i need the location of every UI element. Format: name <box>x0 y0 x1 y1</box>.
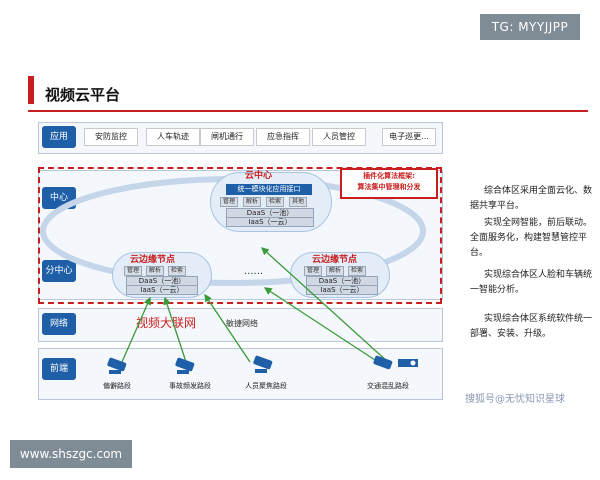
top-badge: TG: MYYJJPP <box>480 14 580 40</box>
cloud-center-mini: 其他 <box>289 197 307 207</box>
camera-icon <box>107 357 127 374</box>
device-label: 偏僻路段 <box>103 382 131 390</box>
description-para-2: 实现全网智能，前后联动。全面服务化，构建智慧管控平台。 <box>470 218 593 258</box>
edge-left-mini: 检索 <box>168 266 186 276</box>
edge-left-mini: 解析 <box>146 266 164 276</box>
title-accent-bar <box>28 76 34 104</box>
cloud-center-mini: 管理 <box>220 197 238 207</box>
camera-icon <box>175 357 195 374</box>
watermark: 搜狐号@无忧知识星球 <box>465 394 565 405</box>
camera-icon <box>373 355 418 370</box>
app-item: 闸机通行 <box>200 128 254 146</box>
edge-right-mini: 解析 <box>326 266 344 276</box>
camera-icon <box>253 355 273 373</box>
lane-network <box>38 308 443 342</box>
plugin-line1: 插件化算法框架: <box>363 172 415 180</box>
plugin-line2: 算法集中管理和分发 <box>357 183 421 191</box>
lane-label-frontend: 前端 <box>42 358 76 380</box>
description-para-1: 综合体区采用全面云化、数据共享平台。 <box>470 186 593 211</box>
arrow-device-4 <box>263 287 379 363</box>
description-para-4: 实现综合体区系统软件统一部署、安装、升级。 <box>470 314 593 339</box>
edge-right-title: 云边缘节点 <box>312 255 358 265</box>
edge-right-mini: 管理 <box>304 266 322 276</box>
app-item: 应急指挥 <box>256 128 310 146</box>
network-big-label: 视频大联网 <box>136 316 197 330</box>
app-item: 电子巡更... <box>382 128 436 146</box>
plugin-framework-box: 插件化算法框架: 算法集中管理和分发 <box>340 168 438 199</box>
app-item: 人车轨迹 <box>146 128 200 146</box>
device-label: 人员聚焦路段 <box>245 382 287 390</box>
device-label: 交通混乱路段 <box>367 382 409 390</box>
device-label: 事故频发路段 <box>169 382 211 390</box>
cloud-center-mini: 解析 <box>243 197 261 207</box>
lane-label-network: 网络 <box>42 313 76 335</box>
arrow-device-5 <box>261 247 389 363</box>
bottom-badge: www.shszgc.com <box>10 440 132 468</box>
cloud-center-interface-bar: 统一模块化应用接口 <box>226 184 312 195</box>
arrow-device-1 <box>121 296 151 363</box>
description-para-3: 实现综合体区人脸和车辆统一智能分析。 <box>470 270 593 295</box>
edge-left-mini: 管理 <box>124 266 142 276</box>
network-small-label: 敏捷网络 <box>226 319 258 328</box>
cloud-center-title: 云中心 <box>245 171 273 181</box>
app-item: 安防监控 <box>84 128 138 146</box>
cloud-center-iaas: IaaS（一云） <box>226 217 314 227</box>
cloud-center-mini: 检索 <box>266 197 284 207</box>
edge-right-mini: 检索 <box>348 266 366 276</box>
edge-ellipsis: ...... <box>244 266 264 277</box>
arrow-device-2 <box>163 296 187 363</box>
app-item: 人员管控 <box>312 128 366 146</box>
page-title: 视频云平台 <box>45 86 121 104</box>
edge-right-iaas: IaaS（一云） <box>306 285 378 295</box>
edge-left-iaas: IaaS（一云） <box>126 285 198 295</box>
title-divider <box>28 110 588 112</box>
arrow-device-3 <box>204 293 251 363</box>
center-dashed-region <box>38 167 442 304</box>
lane-label-subcenter: 分中心 <box>42 260 76 282</box>
lane-label-app: 应用 <box>42 126 76 148</box>
edge-left-title: 云边缘节点 <box>130 255 176 265</box>
